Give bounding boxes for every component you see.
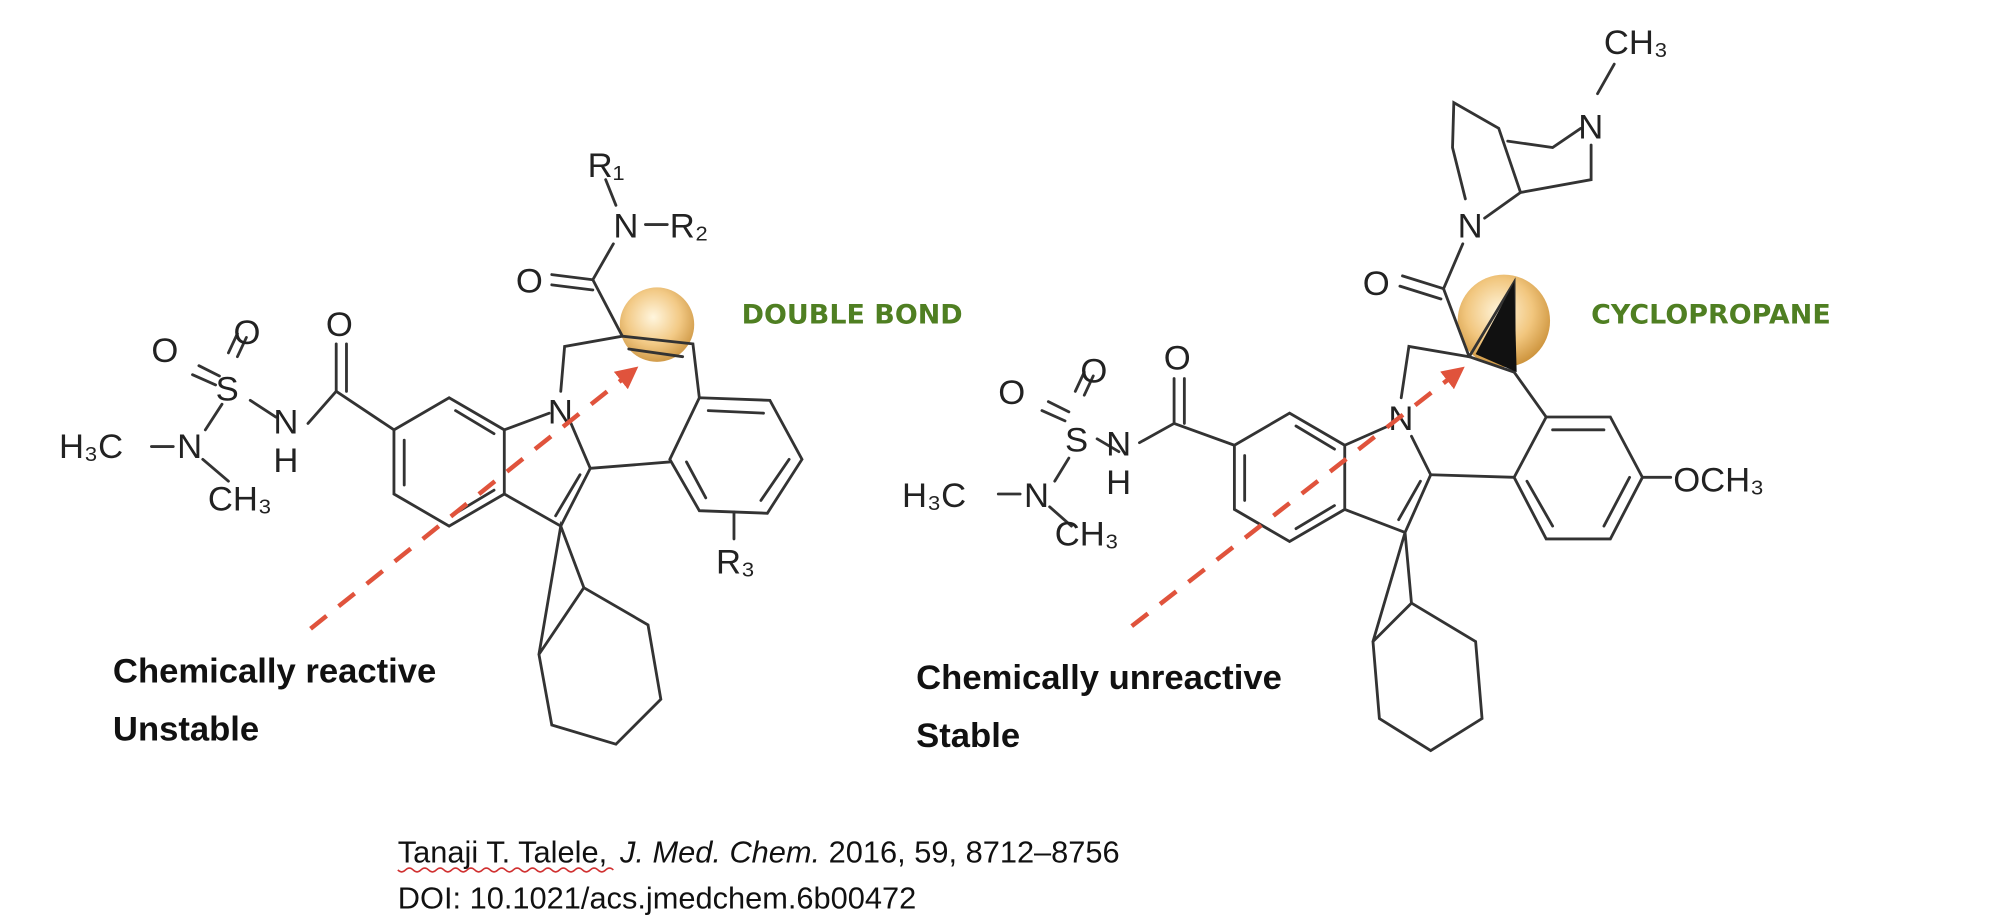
citation-details: 2016, 59, 8712–8756 <box>820 834 1120 869</box>
right-molecule: O O S N H₃C CH₃ N H O N O N N CH₃ OCH₃ C… <box>902 24 1831 755</box>
atom-n-amide: N <box>613 207 638 245</box>
spellcheck-underline <box>397 867 614 873</box>
left-note-line2: Unstable <box>113 710 259 748</box>
atom-n-indole: N <box>548 393 573 431</box>
atom-nh-h: H <box>273 442 298 480</box>
cyclopropane-wedge <box>1475 282 1517 373</box>
atom-o1: O <box>998 374 1025 412</box>
atom-nh-h: H <box>1106 464 1131 502</box>
citation: Tanaji T. Talele, J. Med. Chem. 2016, 59,… <box>397 834 1120 915</box>
right-note-line2: Stable <box>916 717 1020 755</box>
atom-o-amide: O <box>1164 340 1191 378</box>
atom-r1: R₁ <box>588 147 625 185</box>
atom-n-bicyclic: N <box>1458 207 1483 245</box>
citation-journal: J. Med. Chem. <box>619 834 820 869</box>
atom-n-sulfonamide: N <box>1024 477 1049 515</box>
atom-o-amide: O <box>326 306 353 344</box>
atom-o1: O <box>151 332 178 370</box>
atom-s: S <box>216 370 239 408</box>
atom-h3c: H₃C <box>902 477 966 515</box>
left-note-line1: Chemically reactive <box>113 653 436 691</box>
citation-doi: DOI: 10.1021/acs.jmedchem.6b00472 <box>398 880 916 915</box>
left-dashed-arrow <box>309 366 639 631</box>
double-bond-label: DOUBLE BOND <box>742 299 963 330</box>
atom-ch3: CH₃ <box>1055 515 1119 553</box>
cyclopropane-label: CYCLOPROPANE <box>1591 299 1831 330</box>
atom-och3: OCH₃ <box>1673 461 1764 499</box>
atom-o2: O <box>234 314 261 352</box>
atom-s: S <box>1065 422 1088 460</box>
atom-n-methyl: N <box>1578 109 1603 147</box>
atom-nh-n: N <box>1106 426 1131 464</box>
atom-r2: R₂ <box>670 207 708 245</box>
right-note-line1: Chemically unreactive <box>916 659 1282 697</box>
atom-r3: R₃ <box>716 544 755 582</box>
atom-h3c: H₃C <box>59 428 123 466</box>
citation-line1: Tanaji T. Talele, J. Med. Chem. 2016, 59,… <box>398 834 1120 869</box>
citation-author: Tanaji T. Talele, <box>398 834 607 869</box>
left-molecule: O O S N H₃C CH₃ N H O N O N R₁ R₂ R₃ DOU… <box>59 147 963 748</box>
atom-o-carbonyl: O <box>516 263 543 301</box>
right-bonds <box>996 62 1673 753</box>
atom-o2: O <box>1080 352 1107 390</box>
left-bonds <box>150 178 804 746</box>
atom-o-carbonyl: O <box>1363 265 1390 303</box>
atom-nh-n: N <box>273 404 298 442</box>
atom-n-sulfonamide: N <box>177 428 202 466</box>
atom-ch3: CH₃ <box>208 481 272 519</box>
atom-ch3-top: CH₃ <box>1604 24 1668 62</box>
